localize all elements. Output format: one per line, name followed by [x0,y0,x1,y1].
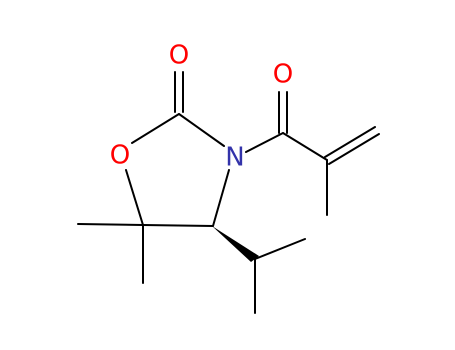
bonds [77,71,380,314]
bond-c2-n3 [178,113,225,147]
bond-c5-methyl-left [77,223,144,226]
atom-labels: O O O N [110,41,293,173]
bond-c4-c5 [142,224,214,227]
atom-label-ring-nitrogen: N [225,143,244,173]
bond-alkene-ch2-a [324,126,376,158]
atom-label-carbonyl-oxygen-side: O [273,60,293,90]
bond-acyl-alkene [282,132,328,161]
atom-label-ring-oxygen: O [110,141,130,171]
bond-isopropyl-right [254,238,306,260]
bond-o1-c5 [125,169,144,226]
bond-c2-o1 [131,113,180,144]
bond-n3-acyl [245,132,284,153]
wedge-bond-c4-isopropyl [212,226,259,262]
bond-n3-c4 [212,169,230,227]
atom-label-carbonyl-oxygen-top: O [169,41,189,71]
bond-alkene-ch2-b [328,133,380,165]
